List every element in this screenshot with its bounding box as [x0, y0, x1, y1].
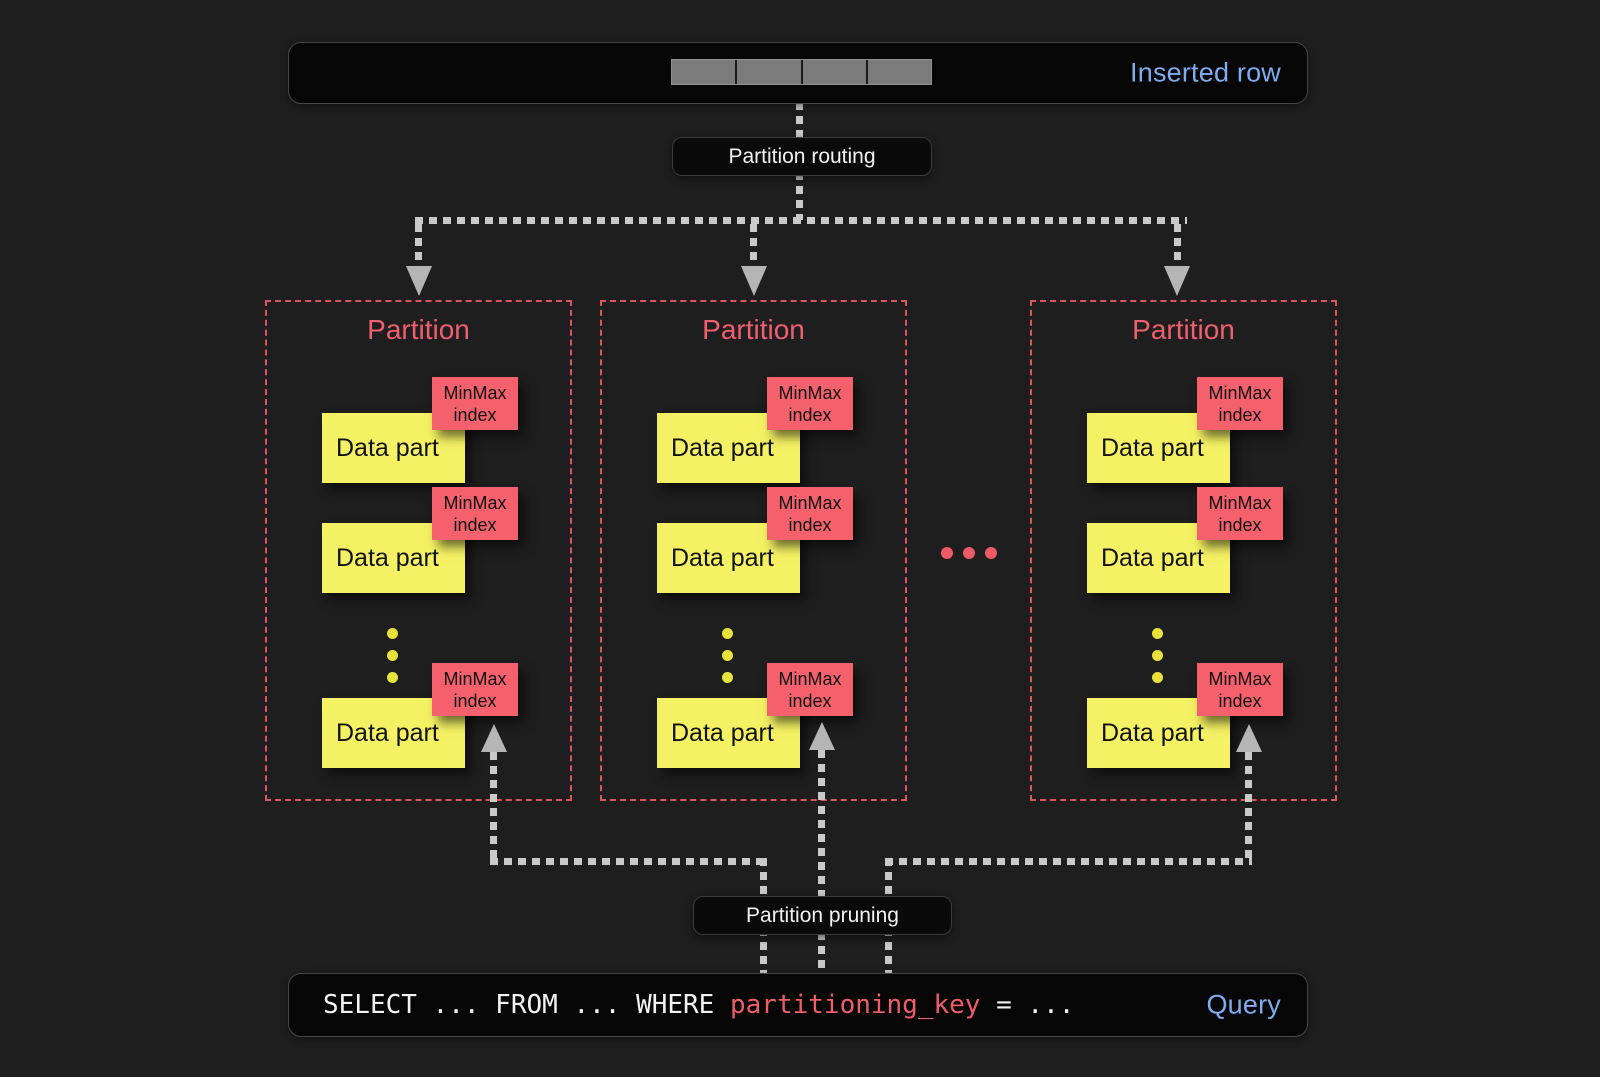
pruning-line-middle — [818, 750, 825, 973]
pruning-line-p3-horizontal — [885, 858, 1252, 865]
row-cell — [802, 60, 866, 84]
routing-line-horizontal — [415, 217, 1187, 224]
partition-pruning-label: Partition pruning — [693, 896, 952, 935]
partition-routing-label: Partition routing — [672, 137, 932, 176]
inserted-row-bar — [671, 59, 932, 85]
partitioning-key: partitioning_key — [730, 990, 981, 1020]
partition-box-2: Partition Data part MinMax index Data pa… — [600, 300, 907, 801]
inserted-row-label: Inserted row — [1130, 57, 1281, 88]
pruning-line-p1-vertical — [490, 752, 497, 858]
pruning-line-p1-horizontal — [490, 858, 767, 865]
down-arrow-icon — [1164, 266, 1190, 296]
minmax-index-tag: MinMax index — [1197, 487, 1283, 540]
inserted-row-box: Inserted row — [288, 42, 1308, 104]
sql-prefix: SELECT ... FROM ... WHERE — [323, 990, 730, 1020]
down-arrow-icon — [741, 266, 767, 296]
routing-drop-line-2 — [750, 224, 757, 266]
down-arrow-icon — [406, 266, 432, 296]
partition-box-3: Partition Data part MinMax index Data pa… — [1030, 300, 1337, 801]
row-cell — [867, 60, 931, 84]
partition-title: Partition — [367, 314, 470, 345]
minmax-index-tag: MinMax index — [767, 663, 853, 716]
routing-drop-line-3 — [1174, 224, 1181, 266]
data-part-card: Data part — [1087, 698, 1230, 768]
sql-text: SELECT ... FROM ... WHERE partitioning_k… — [323, 990, 1074, 1020]
query-label: Query — [1206, 989, 1281, 1020]
partition-box-1: Partition Data part MinMax index Data pa… — [265, 300, 572, 801]
partition-title: Partition — [702, 314, 805, 345]
row-cell — [737, 60, 801, 84]
query-box: SELECT ... FROM ... WHERE partitioning_k… — [288, 973, 1308, 1037]
routing-drop-line-1 — [415, 224, 422, 266]
minmax-index-tag: MinMax index — [767, 377, 853, 430]
minmax-index-tag: MinMax index — [767, 487, 853, 540]
sql-suffix: = ... — [980, 990, 1075, 1020]
minmax-index-tag: MinMax index — [432, 663, 518, 716]
minmax-index-tag: MinMax index — [432, 487, 518, 540]
minmax-index-tag: MinMax index — [432, 377, 518, 430]
up-arrow-icon — [481, 724, 507, 752]
minmax-index-tag: MinMax index — [1197, 377, 1283, 430]
partition-title: Partition — [1132, 314, 1235, 345]
up-arrow-icon — [809, 722, 835, 750]
pruning-line-p3-vertical — [1245, 752, 1252, 858]
minmax-index-tag: MinMax index — [1197, 663, 1283, 716]
row-cell — [672, 60, 736, 84]
up-arrow-icon — [1236, 724, 1262, 752]
